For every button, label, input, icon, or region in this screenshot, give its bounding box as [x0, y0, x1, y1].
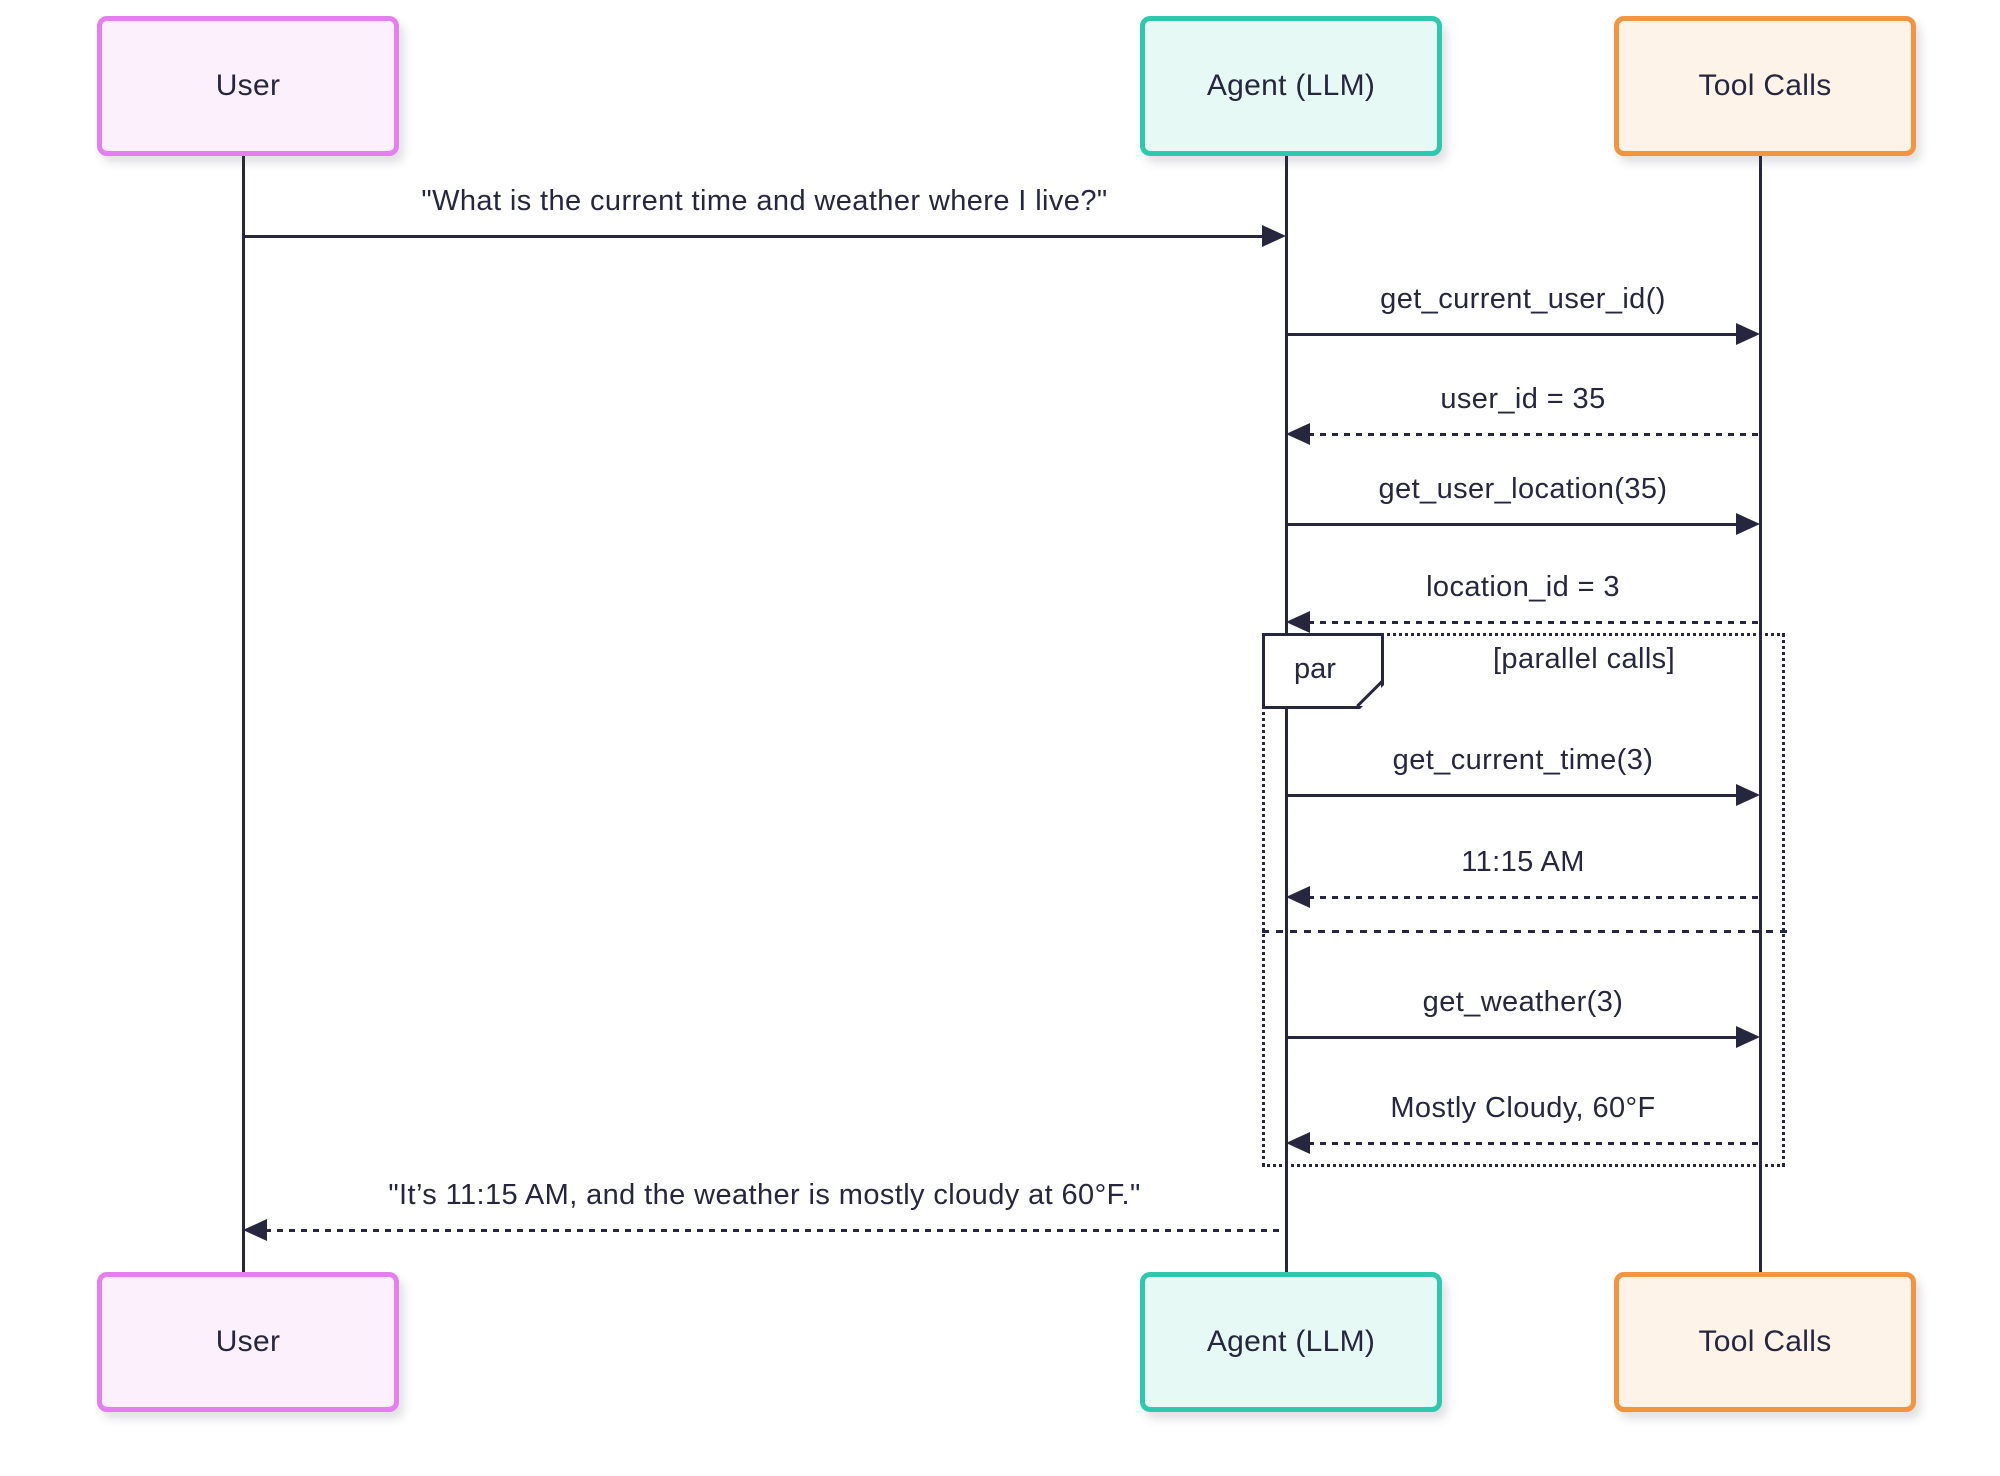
- message-user-question: "What is the current time and weather wh…: [243, 179, 1286, 247]
- message-get-current-user-id: get_current_user_id(): [1286, 277, 1760, 345]
- message-label: get_weather(3): [1422, 986, 1624, 1018]
- message-label: "It’s 11:15 AM, and the weather is mostl…: [388, 1179, 1141, 1211]
- message-line: [1286, 1036, 1738, 1039]
- actor-tool-bottom: Tool Calls: [1614, 1272, 1916, 1412]
- actor-agent-top: Agent (LLM): [1140, 16, 1442, 156]
- message-label: "What is the current time and weather wh…: [421, 185, 1108, 217]
- arrowhead-left-icon: [243, 1219, 267, 1241]
- message-location-id-result: location_id = 3: [1286, 565, 1760, 633]
- arrowhead-right-icon: [1736, 784, 1760, 806]
- arrowhead-right-icon: [1736, 1026, 1760, 1048]
- actor-agent-bottom: Agent (LLM): [1140, 1272, 1442, 1412]
- message-get-current-time: get_current_time(3): [1286, 738, 1760, 806]
- actor-user-top: User: [97, 16, 399, 156]
- lifeline-user: [241, 146, 245, 1272]
- arrowhead-right-icon: [1736, 323, 1760, 345]
- actor-label: Agent (LLM): [1206, 69, 1376, 102]
- message-user-id-result: user_id = 35: [1286, 377, 1760, 445]
- message-label: get_current_user_id(): [1380, 283, 1666, 315]
- arrowhead-right-icon: [1262, 225, 1286, 247]
- arrowhead-right-icon: [1736, 513, 1760, 535]
- par-condition-label: [parallel calls]: [1492, 643, 1676, 675]
- actor-label: User: [215, 1325, 281, 1358]
- arrowhead-left-icon: [1286, 423, 1310, 445]
- message-line: [1308, 433, 1760, 436]
- message-get-user-location: get_user_location(35): [1286, 467, 1760, 535]
- message-label: get_user_location(35): [1378, 473, 1668, 505]
- lifeline-agent: [1284, 146, 1288, 1272]
- message-line: [1286, 333, 1738, 336]
- message-line: [265, 1229, 1286, 1232]
- actor-label: User: [215, 69, 281, 102]
- message-label: Mostly Cloudy, 60°F: [1390, 1092, 1656, 1124]
- arrowhead-left-icon: [1286, 1132, 1310, 1154]
- par-label-text: par: [1294, 652, 1336, 685]
- message-line: [1286, 523, 1738, 526]
- message-label: 11:15 AM: [1461, 846, 1585, 878]
- lifeline-tool: [1758, 146, 1762, 1272]
- message-get-weather: get_weather(3): [1286, 980, 1760, 1048]
- message-line: [243, 235, 1264, 238]
- message-label: get_current_time(3): [1392, 744, 1654, 776]
- message-line: [1286, 794, 1738, 797]
- par-block-divider: [1262, 930, 1788, 933]
- par-block-frame: [1262, 633, 1785, 1167]
- message-label: user_id = 35: [1440, 383, 1606, 415]
- actor-label: Tool Calls: [1698, 69, 1832, 102]
- par-label: par: [1262, 633, 1384, 709]
- arrowhead-left-icon: [1286, 611, 1310, 633]
- actor-label: Agent (LLM): [1206, 1325, 1376, 1358]
- arrowhead-left-icon: [1286, 886, 1310, 908]
- message-line: [1308, 1142, 1760, 1145]
- message-label: location_id = 3: [1426, 571, 1620, 603]
- message-line: [1308, 896, 1760, 899]
- message-line: [1308, 621, 1760, 624]
- actor-user-bottom: User: [97, 1272, 399, 1412]
- message-weather-result: Mostly Cloudy, 60°F: [1286, 1086, 1760, 1154]
- message-time-result: 11:15 AM: [1286, 840, 1760, 908]
- actor-tool-top: Tool Calls: [1614, 16, 1916, 156]
- message-agent-answer: "It’s 11:15 AM, and the weather is mostl…: [243, 1173, 1286, 1241]
- actor-label: Tool Calls: [1698, 1325, 1832, 1358]
